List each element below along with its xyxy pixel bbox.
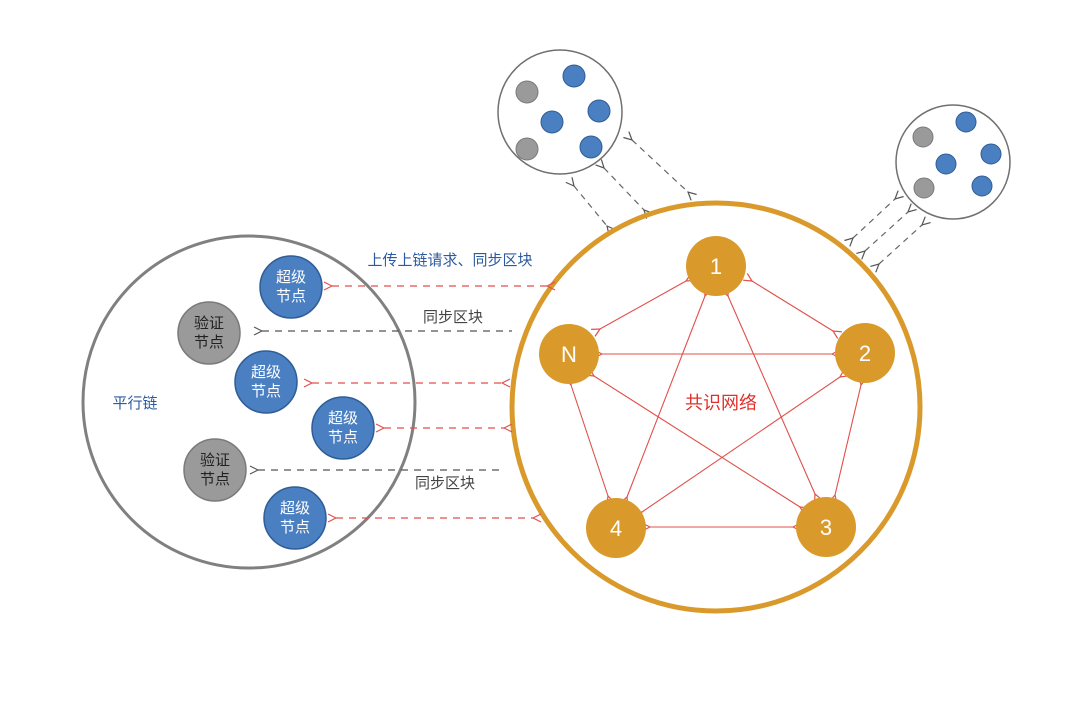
cluster-dot	[515, 80, 539, 104]
cluster-dot	[913, 177, 935, 199]
cluster-dot	[955, 111, 977, 133]
external-cluster-right	[895, 104, 1011, 220]
cluster-dot	[587, 99, 611, 123]
link-N-4	[571, 385, 608, 496]
svg-text:节点: 节点	[280, 518, 310, 536]
consensus-links	[571, 281, 861, 527]
svg-text:4: 4	[610, 516, 622, 541]
super-node: 超级 节点	[311, 396, 375, 460]
svg-text:超级: 超级	[328, 409, 358, 427]
link-1-2	[752, 281, 833, 331]
validator-node: 验证 节点	[183, 438, 247, 502]
link-1-N	[600, 281, 686, 329]
svg-text:超级: 超级	[280, 499, 310, 517]
svg-text:2: 2	[859, 341, 871, 366]
upload-request-label: 上传上链请求、同步区块	[367, 251, 532, 269]
consensus-node-3: 3	[796, 497, 856, 557]
parachain-links	[258, 286, 547, 518]
super-node: 超级 节点	[263, 486, 327, 550]
svg-text:节点: 节点	[200, 470, 230, 488]
consensus-node-2: 2	[835, 323, 895, 383]
super-node: 超级 节点	[259, 255, 323, 319]
svg-text:超级: 超级	[276, 268, 306, 286]
svg-text:验证: 验证	[200, 451, 230, 469]
right-cluster-links	[853, 199, 922, 264]
consensus-node-N: N	[539, 324, 599, 384]
svg-text:超级: 超级	[251, 363, 281, 381]
cluster-dot	[579, 135, 603, 159]
link-2-3	[835, 385, 861, 495]
cluster-dot	[540, 110, 564, 134]
cluster-dot	[912, 126, 934, 148]
sync-block-label-1: 同步区块	[423, 308, 483, 326]
svg-text:节点: 节点	[276, 287, 306, 305]
link-2-4	[642, 377, 840, 512]
svg-text:N: N	[561, 342, 577, 367]
external-cluster-top	[497, 49, 623, 175]
consensus-label: 共识网络	[685, 393, 757, 414]
cluster-dot	[971, 175, 993, 197]
parachain-label: 平行链	[112, 394, 157, 412]
consensus-circle	[509, 200, 923, 614]
cluster-dot	[935, 153, 957, 175]
svg-text:3: 3	[820, 515, 832, 540]
super-node: 超级 节点	[234, 350, 298, 414]
svg-text:验证: 验证	[194, 314, 224, 332]
svg-text:节点: 节点	[328, 428, 358, 446]
svg-text:节点: 节点	[194, 333, 224, 351]
sync-block-label-2: 同步区块	[415, 474, 475, 492]
cluster-dot	[562, 64, 586, 88]
cluster-dot	[515, 137, 539, 161]
cluster-dot	[980, 143, 1002, 165]
svg-text:节点: 节点	[251, 382, 281, 400]
consensus-node-1: 1	[686, 236, 746, 296]
validator-node: 验证 节点	[177, 301, 241, 365]
top-cluster-links	[574, 140, 688, 226]
consensus-node-4: 4	[586, 498, 646, 558]
svg-text:1: 1	[710, 254, 722, 279]
